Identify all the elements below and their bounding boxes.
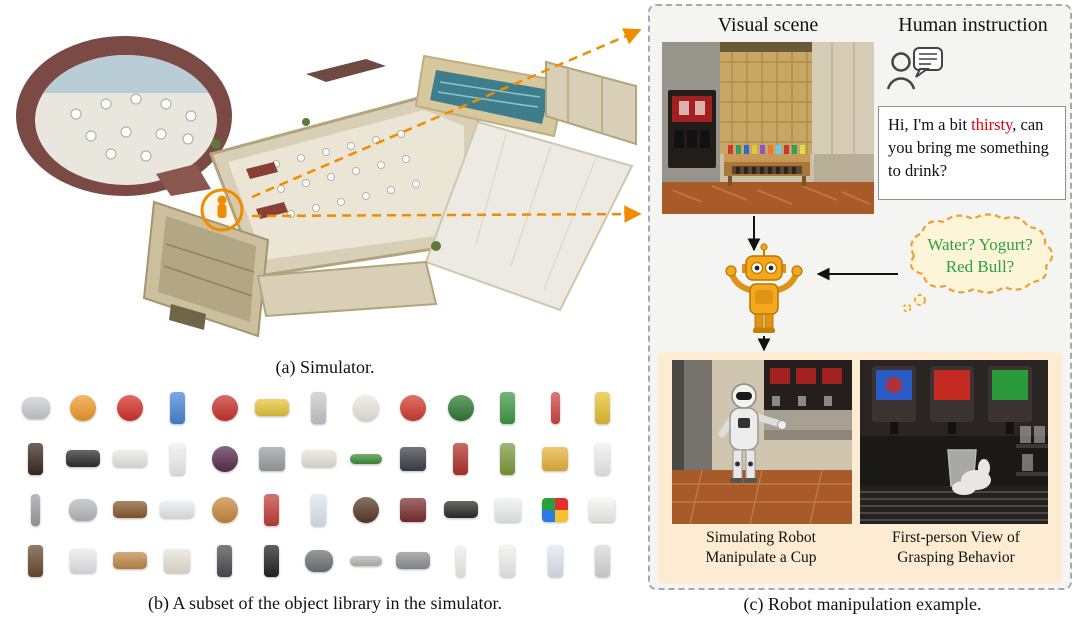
object-chips-can	[248, 484, 295, 535]
instruction-text-post: , can you bring me something to drink?	[888, 115, 1049, 180]
object-bread-loaf	[106, 535, 153, 586]
object-green-carton	[484, 382, 531, 433]
object-red-book	[437, 433, 484, 484]
grasp-first-person-image	[860, 360, 1048, 524]
sub-caption-right-line2: Grasping Behavior	[897, 549, 1015, 567]
object-strawberry	[106, 382, 153, 433]
object-apple	[201, 382, 248, 433]
object-gray-kettle	[295, 535, 342, 586]
object-tissue-pack	[154, 484, 201, 535]
instruction-bubble: Hi, I'm a bit thirsty, can you bring me …	[878, 106, 1066, 200]
robot-agent-icon	[722, 242, 806, 338]
instruction-text-highlight: thirsty	[971, 115, 1013, 134]
visual-scene-heading: Visual scene	[717, 14, 819, 36]
manipulation-subpanel: Simulating Robot Manipulate a Cup First-…	[658, 352, 1062, 584]
object-teddy-bear	[343, 382, 390, 433]
object-milk-box	[484, 535, 531, 586]
object-milk-carton	[295, 484, 342, 535]
object-white-cup	[154, 433, 201, 484]
sub-caption-right-line1: First-person View of	[892, 529, 1020, 546]
object-white-bowl	[106, 433, 153, 484]
object-baking-pan	[390, 535, 437, 586]
object-spray-bottle	[154, 382, 201, 433]
robot-third-person-image	[672, 360, 852, 524]
object-snack-pack	[532, 433, 579, 484]
object-kitchen-scale	[59, 535, 106, 586]
object-watermelon	[437, 382, 484, 433]
user-speech-icon	[884, 42, 946, 98]
object-calculator	[248, 433, 295, 484]
object-paper-cup	[579, 535, 626, 586]
object-rice-sack	[154, 535, 201, 586]
simulator-illustration	[16, 36, 637, 338]
caption-c: (c) Robot manipulation example.	[743, 594, 982, 614]
object-black-pot	[437, 484, 484, 535]
human-instruction-heading: Human instruction	[898, 14, 1048, 36]
object-donut	[201, 484, 248, 535]
object-trash-bin	[201, 535, 248, 586]
object-white-spray	[437, 535, 484, 586]
object-cucumber	[343, 433, 390, 484]
object-slipper	[59, 433, 106, 484]
thought-text-line1: Water? Yogurt?	[927, 235, 1032, 254]
object-plush-dog	[295, 433, 342, 484]
object-pestle	[12, 484, 59, 535]
object-bead-bracelet	[343, 484, 390, 535]
object-wallet	[390, 433, 437, 484]
object-kettle	[12, 382, 59, 433]
object-serving-tray	[343, 535, 390, 586]
object-oil-bottle	[484, 433, 531, 484]
sub-caption-left: Simulating Robot Manipulate a Cup	[662, 528, 860, 568]
object-paper-roll	[295, 382, 342, 433]
object-mangosteen	[201, 433, 248, 484]
object-maroon-notebook	[390, 484, 437, 535]
object-tomato	[390, 382, 437, 433]
thought-text-line2: Red Bull?	[946, 257, 1014, 276]
simulator-image	[6, 4, 642, 356]
object-detergent-bottle	[532, 535, 579, 586]
object-yellow-bowl	[248, 382, 295, 433]
object-juice-box	[579, 382, 626, 433]
caption-a: (a) Simulator.	[275, 357, 375, 377]
object-white-sponge	[484, 484, 531, 535]
thought-bubble: Water? Yogurt? Red Bull?	[896, 208, 1068, 312]
object-sauce-bottle	[12, 433, 59, 484]
object-library-grid	[12, 382, 626, 586]
object-paper-sheet	[579, 484, 626, 535]
sub-caption-left-line2: Manipulate a Cup	[705, 549, 817, 567]
object-test-tube	[532, 382, 579, 433]
object-rubiks-cube	[532, 484, 579, 535]
object-orange	[59, 382, 106, 433]
instruction-text-pre: Hi, I'm a bit	[888, 115, 972, 134]
object-coffee-cup	[12, 535, 59, 586]
object-brown-mug	[106, 484, 153, 535]
visual-scene-image	[662, 42, 874, 214]
caption-b: (b) A subset of the object library in th…	[148, 593, 502, 613]
object-mortar	[59, 484, 106, 535]
sub-caption-right: First-person View of Grasping Behavior	[856, 528, 1056, 568]
sub-caption-left-line1: Simulating Robot	[706, 529, 816, 546]
object-milk-bottle	[579, 433, 626, 484]
object-speaker	[248, 535, 295, 586]
robot-manipulation-panel: Visual scene Human instruction	[648, 4, 1072, 590]
